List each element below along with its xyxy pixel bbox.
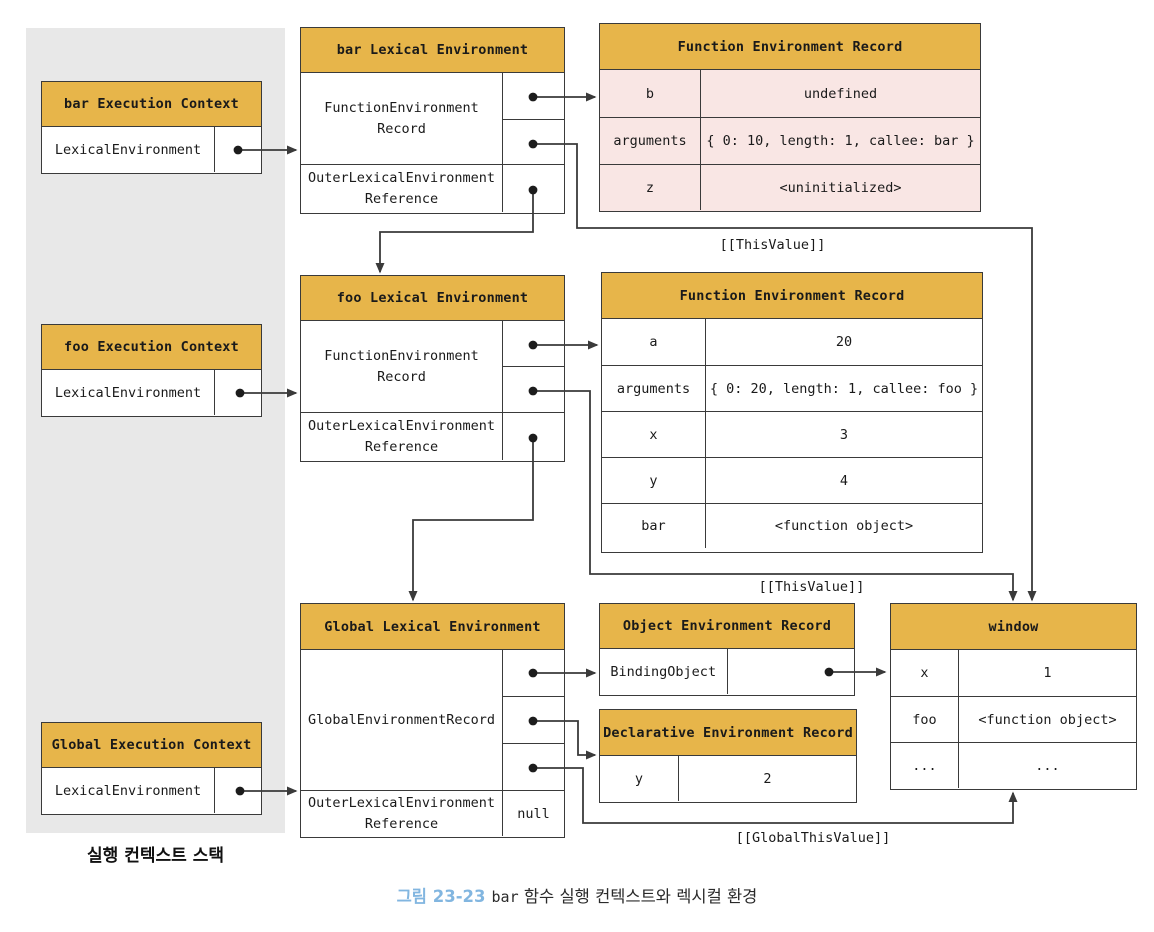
foo-execution-context-title: foo Execution Context bbox=[42, 325, 261, 370]
figure-caption-code: bar bbox=[491, 888, 519, 906]
object-environment-record-title: Object Environment Record bbox=[600, 604, 854, 649]
global-environment-record-label: GlobalEnvironmentRecord bbox=[301, 650, 502, 791]
foo-lexical-environment-slot: LexicalEnvironment bbox=[54, 384, 202, 401]
pointer-cell bbox=[503, 321, 564, 367]
binding-key: x bbox=[891, 650, 959, 696]
binding-key: b bbox=[600, 70, 701, 117]
binding-value: ... bbox=[1035, 757, 1060, 774]
figure-number: 그림 23-23 bbox=[396, 887, 486, 906]
bar-lexical-environment-slot: LexicalEnvironment bbox=[54, 141, 202, 158]
binding-key: z bbox=[600, 165, 701, 210]
global-this-value-label: [[GlobalThisValue]] bbox=[735, 830, 891, 846]
binding-key: x bbox=[602, 412, 706, 457]
binding-key: arguments bbox=[602, 366, 706, 411]
pointer-cell bbox=[503, 413, 564, 460]
global-lexical-environment-title: Global Lexical Environment bbox=[301, 604, 564, 650]
bar-lexical-environment-box: bar Lexical Environment FunctionEnvironm… bbox=[300, 27, 565, 214]
binding-key: ... bbox=[891, 743, 959, 788]
bar-lexical-environment-title: bar Lexical Environment bbox=[301, 28, 564, 73]
foo-function-environment-record-title: Function Environment Record bbox=[602, 273, 982, 319]
declarative-environment-record-table: Declarative Environment Record y 2 bbox=[599, 709, 857, 803]
outer-lexical-environment-reference-label: OuterLexicalEnvironment Reference bbox=[308, 170, 495, 207]
function-environment-record-label: FunctionEnvironment Record bbox=[301, 321, 502, 413]
global-execution-context-box: Global Execution Context LexicalEnvironm… bbox=[41, 722, 262, 815]
binding-value: 20 bbox=[835, 334, 853, 350]
binding-value: 4 bbox=[839, 472, 849, 489]
window-object-title: window bbox=[891, 604, 1136, 650]
object-environment-record-table: Object Environment Record BindingObject bbox=[599, 603, 855, 696]
binding-value: <uninitialized> bbox=[779, 179, 902, 196]
pointer-cell bbox=[503, 367, 564, 413]
pointer-cell bbox=[503, 165, 564, 212]
foo-lexical-environment-title: foo Lexical Environment bbox=[301, 276, 564, 321]
figure-caption: 그림 23-23 bar 함수 실행 컨텍스트와 렉시컬 환경 bbox=[0, 883, 1154, 907]
pointer-cell bbox=[503, 697, 564, 744]
foo-lexical-environment-box: foo Lexical Environment FunctionEnvironm… bbox=[300, 275, 565, 462]
pointer-cell bbox=[503, 650, 564, 697]
binding-value: undefined bbox=[803, 85, 878, 102]
figure-caption-text: 함수 실행 컨텍스트와 렉시컬 환경 bbox=[523, 887, 758, 906]
pointer-cell bbox=[214, 127, 260, 172]
binding-value: { 0: 20, length: 1, callee: foo } bbox=[709, 380, 979, 397]
this-value-label-foo: [[ThisValue]] bbox=[758, 579, 865, 595]
pointer-cell bbox=[503, 120, 564, 165]
function-environment-record-label: FunctionEnvironment Record bbox=[301, 73, 502, 165]
binding-key: y bbox=[602, 458, 706, 503]
binding-value: 1 bbox=[1043, 665, 1052, 681]
pointer-cell bbox=[728, 649, 855, 694]
pointer-cell bbox=[503, 73, 564, 120]
binding-key: arguments bbox=[600, 118, 701, 164]
bar-execution-context-box: bar Execution Context LexicalEnvironment bbox=[41, 81, 262, 174]
binding-key: a bbox=[602, 319, 706, 365]
global-lexical-environment-slot: LexicalEnvironment bbox=[54, 782, 202, 799]
binding-value: <function object> bbox=[774, 518, 914, 534]
bar-function-environment-record-table: Function Environment Record b undefined … bbox=[599, 23, 981, 212]
pointer-cell bbox=[503, 744, 564, 791]
binding-value: { 0: 10, length: 1, callee: bar } bbox=[706, 133, 975, 149]
binding-value: 2 bbox=[763, 770, 772, 787]
outer-reference-null-value: null bbox=[517, 805, 550, 822]
pointer-cell bbox=[214, 370, 260, 415]
bar-function-environment-record-title: Function Environment Record bbox=[600, 24, 980, 70]
global-execution-context-title: Global Execution Context bbox=[42, 723, 261, 768]
this-value-label-bar: [[ThisValue]] bbox=[719, 237, 826, 253]
declarative-environment-record-title: Declarative Environment Record bbox=[600, 710, 856, 756]
foo-function-environment-record-table: Function Environment Record a 20 argumen… bbox=[601, 272, 983, 553]
binding-object-label: BindingObject bbox=[600, 649, 728, 694]
outer-lexical-environment-reference-label: OuterLexicalEnvironment Reference bbox=[308, 795, 495, 832]
binding-key: foo bbox=[891, 697, 959, 742]
binding-key: bar bbox=[602, 504, 706, 548]
outer-lexical-environment-reference-label: OuterLexicalEnvironment Reference bbox=[308, 418, 495, 455]
bar-execution-context-title: bar Execution Context bbox=[42, 82, 261, 127]
window-object-table: window x 1 foo <function object> ... ... bbox=[890, 603, 1137, 790]
binding-value: 3 bbox=[839, 426, 849, 443]
arrow-foo-outer-to-global-le bbox=[408, 438, 534, 602]
pointer-cell bbox=[214, 768, 260, 813]
binding-key: y bbox=[600, 756, 679, 801]
binding-value: <function object> bbox=[978, 711, 1117, 728]
foo-execution-context-box: foo Execution Context LexicalEnvironment bbox=[41, 324, 262, 417]
execution-context-stack-caption: 실행 컨텍스트 스택 bbox=[87, 846, 224, 866]
global-lexical-environment-box: Global Lexical Environment GlobalEnviron… bbox=[300, 603, 565, 838]
